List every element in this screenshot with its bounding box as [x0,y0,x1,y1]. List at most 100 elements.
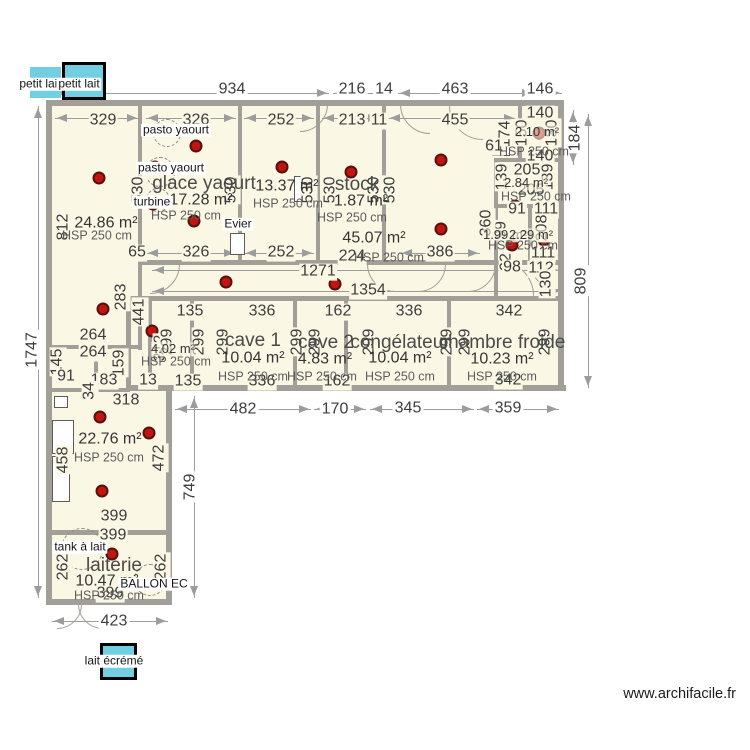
ceiling-height-label: HSP 250 cm [488,238,558,253]
dimension-label: 809 [572,265,591,297]
room-area-label: 24.86 m² [74,214,138,232]
dimension-label: 11 [369,111,389,130]
marker-dot [96,302,110,316]
dimension-label: 441 [130,297,149,327]
room-area-label: 10.04 m² [368,349,432,367]
dimension-label: 216 [336,80,368,99]
room-area-label: 22.76 m² [78,430,142,448]
dimension-line [583,114,592,388]
ceiling-height-label: HSP 250 cm [74,588,144,603]
dimension-label: 162 [323,302,353,321]
ceiling-height-label: HSP 250 cm [62,228,132,243]
dimension-label: 135 [173,372,203,391]
room-area-label: 10.23 m² [470,350,534,368]
room-area-label: 17.28 m² [169,191,233,209]
wall [94,345,98,392]
dimension-label: 472 [150,443,169,473]
dimension-label: 184 [566,122,585,154]
dimension-label: 359 [492,399,524,418]
ceiling-height-label: HSP 250 cm [501,189,571,204]
dimension-label: 463 [439,80,471,99]
wall [166,390,172,605]
dimension-label: 458 [54,445,73,475]
dimension-label: 934 [216,80,248,99]
room-area-label: 2.29 m² [508,227,554,243]
dimension-label: 342 [493,371,523,390]
room-name: cave 1 [225,330,281,352]
wall [316,100,320,260]
dimension-label: 252 [266,243,296,262]
dimension-label: 399 [99,507,129,526]
ceiling-height-label: HSP 250 cm [365,369,435,384]
marker-dot [189,139,203,153]
dimension-label: 482 [227,400,259,419]
dimension-label: 34 [80,381,99,401]
ceiling-height-label: HSP 250 cm [253,196,323,211]
wall [46,100,564,106]
wall [46,100,52,605]
ceiling-height-label: HSP 250 cm [467,369,537,384]
dimension-label: 345 [392,399,424,418]
marker-dot [92,171,106,185]
fixture [54,396,68,408]
ceiling-height-label: HSP 250 cm [74,450,144,465]
dimension-label: 342 [494,302,524,321]
dimension-label: 13 [138,371,158,390]
dimension-label: 336 [247,302,277,321]
marker-dot [434,153,448,167]
dimension-label: 336 [394,302,424,321]
marker-dot [95,484,109,498]
wall [126,296,131,391]
dimension-label: 61 [484,137,504,156]
equipment-label: tank à lait [52,539,108,554]
marker-dot [187,214,201,228]
dimension-label: 264 [78,326,108,345]
dimension-label: 264 [78,343,108,362]
wall [558,100,564,391]
ceiling-height-label: HSP 250 cm [141,354,211,369]
room-name: glace yaourt [152,173,256,195]
equipment-label: pasto yaourt [140,122,212,137]
dimension-label: 14 [373,80,395,99]
room-name: stock [334,174,380,196]
ceiling-height-label: HSP 250 cm [499,144,569,159]
wall [344,301,348,385]
room-name: chambre froide [438,332,566,354]
room-area-label: 4.02 m² [150,341,196,357]
dimension-label: 749 [181,471,200,503]
marker-dot [275,160,289,174]
dimension-label: 329 [88,111,118,130]
fixture [230,233,245,255]
room-area-label: 4.83 m² [297,350,353,368]
dimension-label: 455 [440,111,470,130]
dimension-label: 130 [537,269,556,299]
equipment-label: Evier [222,216,254,231]
marker-dot [344,165,358,179]
dimension-label: 224 [337,247,367,266]
dimension-label: 98 [502,258,522,277]
dimension-label: 283 [112,282,131,312]
dimension-label: 1354 [349,281,387,300]
equipment-label: BALLON EC [118,576,190,591]
ceiling-height-label: HSP 250 cm [287,369,357,384]
dimension-label: 318 [111,391,141,410]
dimension-label: 399 [95,584,125,603]
wall [148,301,152,385]
dimension-label: 65 [127,243,147,262]
ceiling-height-label: HSP 250 cm [354,250,424,265]
dimension-label: 423 [98,612,130,631]
equipment-label: lait écrémé [82,653,146,668]
dimension-label: 135 [175,302,205,321]
dimension-label: 170 [319,400,351,419]
equipment-label: pasto yaourt [135,160,207,175]
dimension-label: 140 [525,104,555,123]
room-area-label: 45.07 m² [342,229,406,247]
dimension-label: 1271 [299,262,337,281]
room-area-label: 10.04 m² [221,349,285,367]
dimension-label: 146 [524,80,556,99]
room-area-label: 13.37 m² [255,177,319,195]
dimension-label: 399 [98,526,128,545]
ceiling-height-label: HSP 250 cm [317,210,387,225]
room-name: laiterie [86,555,142,577]
